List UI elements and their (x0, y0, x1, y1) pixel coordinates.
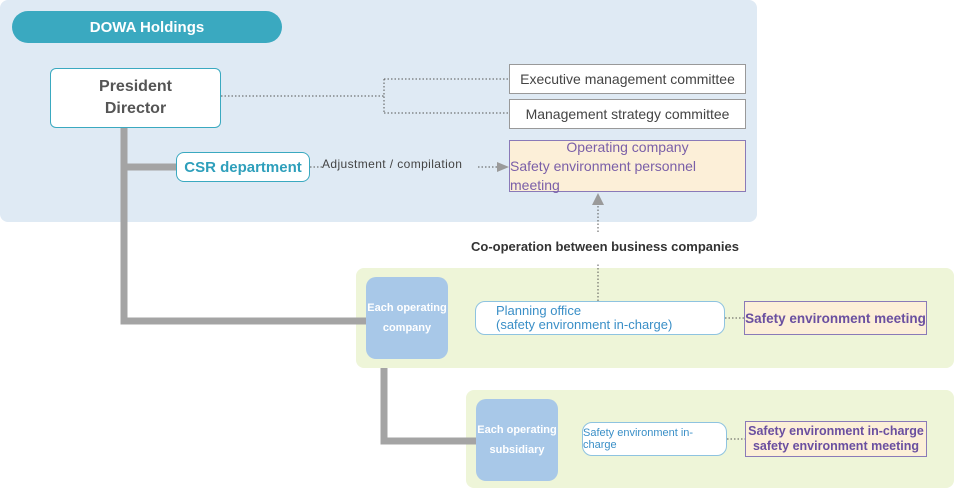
planning-office-box: Planning office (safety environment in-c… (475, 301, 725, 335)
planning-line1: Planning office (496, 303, 582, 318)
dowa-holdings-label: DOWA Holdings (12, 11, 282, 43)
arrow-up-to-meeting (592, 193, 604, 205)
committee-dotted-connector (221, 78, 509, 114)
safety-environment-meeting-box: Safety environment meeting (744, 301, 927, 335)
each-operating-company-box: Each operating company (366, 277, 448, 359)
subsidiary-incharge-box: Safety environment in-charge (582, 422, 727, 456)
subsidiary-meeting-box: Safety environment in-charge safety envi… (745, 421, 927, 457)
cooperation-label: Co-operation between business companies (471, 239, 739, 254)
subsidiary-meeting-line2: safety environment meeting (752, 439, 919, 453)
gray-connector-main (120, 128, 366, 325)
president-director-box: President Director (50, 68, 221, 128)
subsidiary-unit-line1: Each operating (477, 424, 557, 436)
company-unit-line2: company (382, 322, 432, 334)
csr-department-box: CSR department (176, 152, 310, 182)
executive-committee-box: Executive management committee (509, 64, 746, 94)
subsidiary-meeting-line1: Safety environment in-charge (748, 424, 924, 438)
planning-line2: (safety environment in-charge) (496, 317, 673, 332)
operating-meeting-line1: Operating company (566, 138, 689, 155)
company-unit-line1: Each operating (367, 302, 447, 314)
each-operating-subsidiary-box: Each operating subsidiary (476, 399, 558, 481)
president-line2: Director (104, 100, 167, 117)
arrow-to-operating-meeting (497, 162, 509, 172)
operating-meeting-line2: Safety environment personnel meeting (510, 157, 696, 193)
operating-meeting-box: Operating company Safety environment per… (509, 138, 746, 193)
president-line1: President (99, 78, 172, 95)
gray-connector-subsidiary (380, 368, 476, 445)
strategy-committee-box: Management strategy committee (509, 99, 746, 129)
adjustment-label: Adjustment / compilation (322, 157, 463, 171)
subsidiary-unit-line2: subsidiary (489, 444, 545, 456)
